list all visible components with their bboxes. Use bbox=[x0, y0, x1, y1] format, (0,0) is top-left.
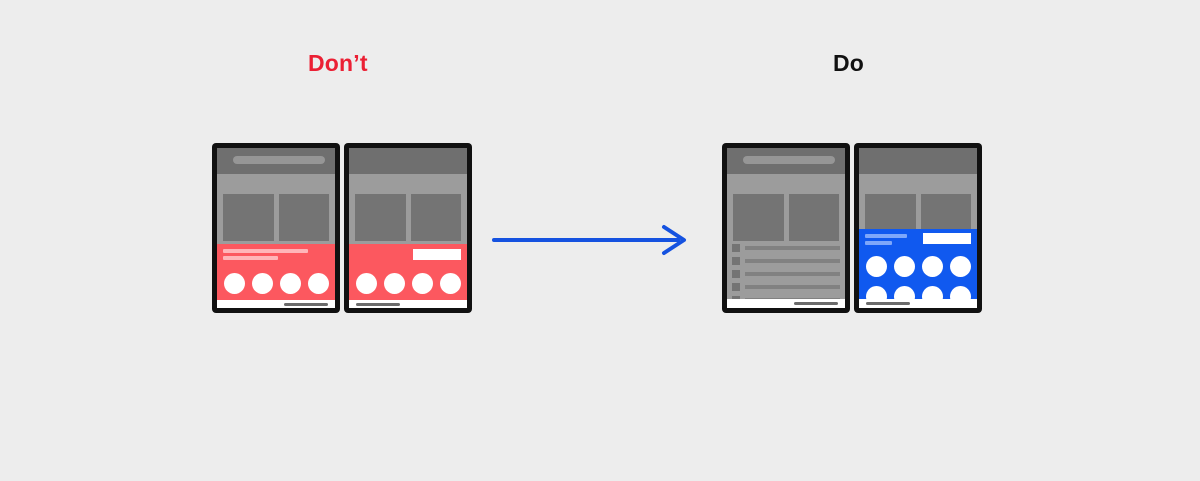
list-item[interactable] bbox=[732, 296, 840, 299]
content-card[interactable] bbox=[278, 194, 329, 241]
caption-do: Do bbox=[833, 50, 865, 76]
right-arrow-icon bbox=[492, 225, 686, 255]
phone-do-right bbox=[854, 143, 982, 313]
search-pill-icon[interactable] bbox=[743, 156, 835, 164]
content-card[interactable] bbox=[733, 194, 784, 241]
home-indicator[interactable] bbox=[356, 303, 400, 306]
content-card[interactable] bbox=[355, 194, 406, 241]
dot-item[interactable] bbox=[307, 272, 329, 294]
content-list bbox=[349, 241, 467, 244]
bottom-sheet-header bbox=[859, 229, 977, 251]
dot-item[interactable] bbox=[921, 255, 943, 277]
content-card[interactable] bbox=[788, 194, 839, 241]
text-line bbox=[865, 234, 907, 238]
content-list bbox=[727, 241, 845, 299]
phone-screen bbox=[727, 148, 845, 308]
dot-item[interactable] bbox=[865, 255, 887, 277]
dot-item[interactable] bbox=[383, 272, 405, 294]
app-topbar bbox=[859, 148, 977, 174]
dot-item[interactable] bbox=[355, 272, 377, 294]
search-pill-icon[interactable] bbox=[233, 156, 325, 164]
dot-row bbox=[859, 281, 977, 299]
dot-item[interactable] bbox=[949, 255, 971, 277]
dot-item[interactable] bbox=[251, 272, 273, 294]
phone-screen bbox=[859, 148, 977, 308]
app-topbar bbox=[727, 148, 845, 174]
text-line bbox=[223, 256, 279, 260]
sub-toolbar bbox=[859, 174, 977, 191]
dot-row bbox=[349, 266, 467, 300]
app-topbar bbox=[217, 148, 335, 174]
list-item[interactable] bbox=[732, 257, 840, 265]
home-bar bbox=[217, 300, 335, 308]
list-item-line bbox=[745, 285, 840, 289]
phone-group-dont bbox=[212, 143, 472, 313]
primary-action-button[interactable] bbox=[413, 249, 461, 260]
home-indicator[interactable] bbox=[794, 302, 838, 305]
phone-dont-left bbox=[212, 143, 340, 313]
content-cards bbox=[217, 191, 335, 241]
content-cards bbox=[349, 191, 467, 241]
home-bar bbox=[727, 299, 845, 308]
list-item[interactable] bbox=[732, 270, 840, 278]
list-item-icon bbox=[732, 283, 740, 291]
bottom-sheet-text bbox=[865, 233, 917, 245]
phone-screen bbox=[217, 148, 335, 308]
list-item-line bbox=[745, 272, 840, 276]
bottom-sheet-red bbox=[217, 244, 335, 300]
dot-item[interactable] bbox=[279, 272, 301, 294]
list-item-line bbox=[745, 259, 840, 263]
list-item-icon bbox=[732, 244, 740, 252]
dot-item[interactable] bbox=[865, 285, 887, 299]
content-card[interactable] bbox=[223, 194, 274, 241]
dot-item[interactable] bbox=[949, 285, 971, 299]
dot-item[interactable] bbox=[893, 255, 915, 277]
dot-item[interactable] bbox=[893, 285, 915, 299]
dot-item[interactable] bbox=[223, 272, 245, 294]
text-line bbox=[865, 241, 893, 245]
content-card[interactable] bbox=[920, 194, 971, 229]
bottom-sheet-blue bbox=[859, 229, 977, 299]
bottom-sheet-text bbox=[223, 248, 329, 260]
list-item-icon bbox=[732, 257, 740, 265]
list-item-icon bbox=[732, 270, 740, 278]
sub-toolbar bbox=[349, 174, 467, 191]
phone-dont-right bbox=[344, 143, 472, 313]
primary-action-button[interactable] bbox=[923, 233, 971, 244]
list-item-line bbox=[745, 298, 840, 299]
bottom-sheet-red bbox=[349, 244, 467, 300]
bottom-sheet-header bbox=[217, 244, 335, 266]
content-cards bbox=[859, 191, 977, 229]
text-line bbox=[223, 249, 308, 253]
dot-item[interactable] bbox=[439, 272, 461, 294]
phone-group-do bbox=[722, 143, 982, 313]
phone-do-left bbox=[722, 143, 850, 313]
home-indicator[interactable] bbox=[284, 303, 328, 306]
sub-toolbar bbox=[727, 174, 845, 191]
list-item[interactable] bbox=[732, 244, 840, 252]
dot-item[interactable] bbox=[411, 272, 433, 294]
content-card[interactable] bbox=[410, 194, 461, 241]
dot-row bbox=[859, 251, 977, 281]
phone-screen bbox=[349, 148, 467, 308]
caption-dont: Don’t bbox=[308, 50, 368, 76]
list-item-line bbox=[745, 246, 840, 250]
list-item-icon bbox=[732, 296, 740, 299]
bottom-sheet-header bbox=[349, 244, 467, 266]
list-item[interactable] bbox=[732, 283, 840, 291]
content-list bbox=[217, 241, 335, 244]
dot-item[interactable] bbox=[921, 285, 943, 299]
home-bar bbox=[349, 300, 467, 308]
dot-row bbox=[217, 266, 335, 300]
home-bar bbox=[859, 299, 977, 308]
content-cards bbox=[727, 191, 845, 241]
sub-toolbar bbox=[217, 174, 335, 191]
app-topbar bbox=[349, 148, 467, 174]
home-indicator[interactable] bbox=[866, 302, 910, 305]
content-card[interactable] bbox=[865, 194, 916, 229]
